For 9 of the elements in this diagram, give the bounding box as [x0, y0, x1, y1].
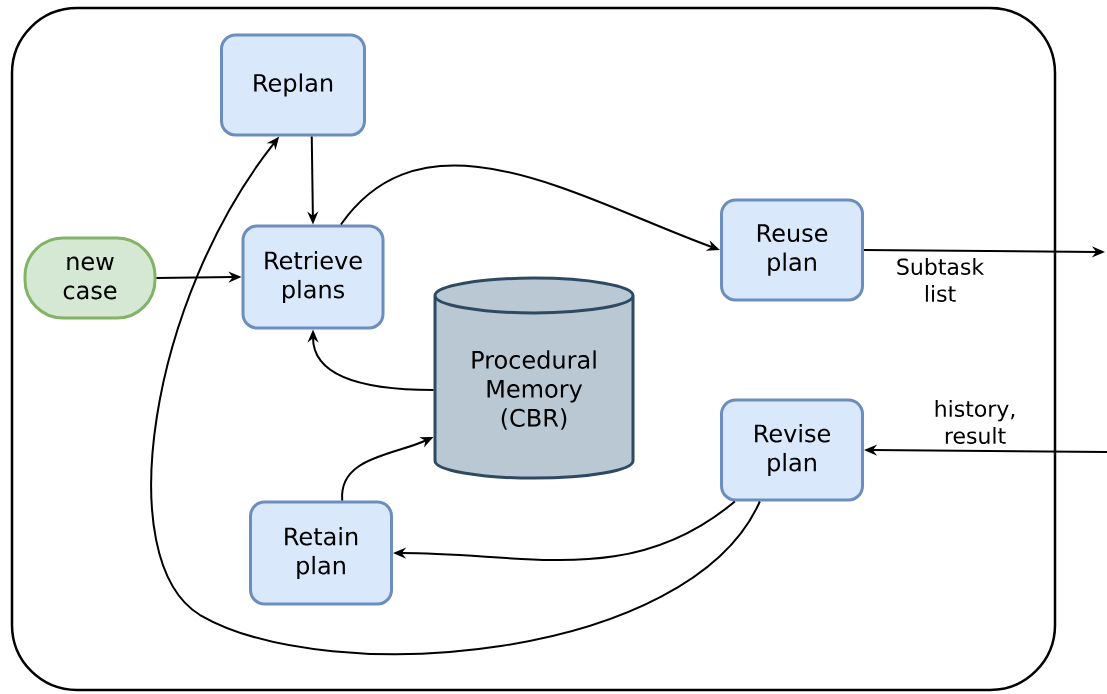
process-box: Replan — [220, 33, 366, 137]
edge-label: Subtask list — [882, 256, 998, 304]
process-box: Retain plan — [249, 500, 393, 606]
start-terminal: new case — [23, 236, 157, 320]
edge-label: history, result — [917, 398, 1033, 446]
database-cylinder: Procedural Memory (CBR) — [433, 276, 635, 480]
process-box: Retrieve plans — [241, 224, 385, 330]
process-box: Revise plan — [720, 398, 864, 502]
process-box: Reuse plan — [720, 198, 864, 302]
